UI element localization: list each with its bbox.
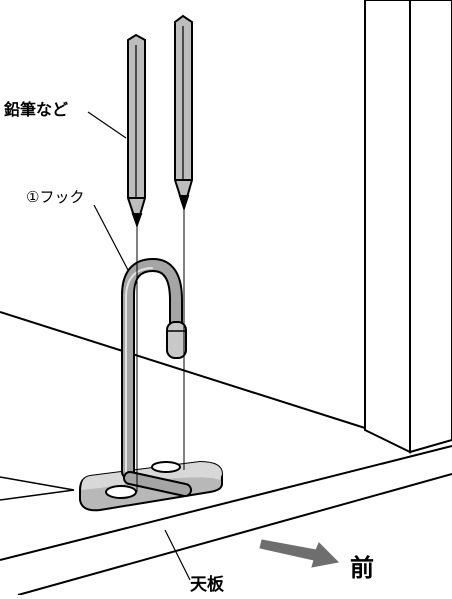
base-hole-front [105,485,137,499]
pencil-label: 鉛筆など [4,100,69,119]
leader-lines [87,111,191,581]
hook-label: ①フック [26,188,85,206]
pencil-1 [127,33,146,229]
guide-lines [136,208,185,492]
top-board-label: 天板 [190,575,224,595]
hook-wire [121,258,192,497]
front-label: 前 [350,554,374,582]
left-part-indicator [0,476,75,501]
top-board-edge [0,445,452,596]
side-panel [364,0,452,454]
wall-edge [0,311,366,429]
base-hole-back [151,461,181,473]
pencil-2 [174,14,193,212]
arrow-right-down-icon [259,539,340,568]
hook-cap [166,321,187,359]
